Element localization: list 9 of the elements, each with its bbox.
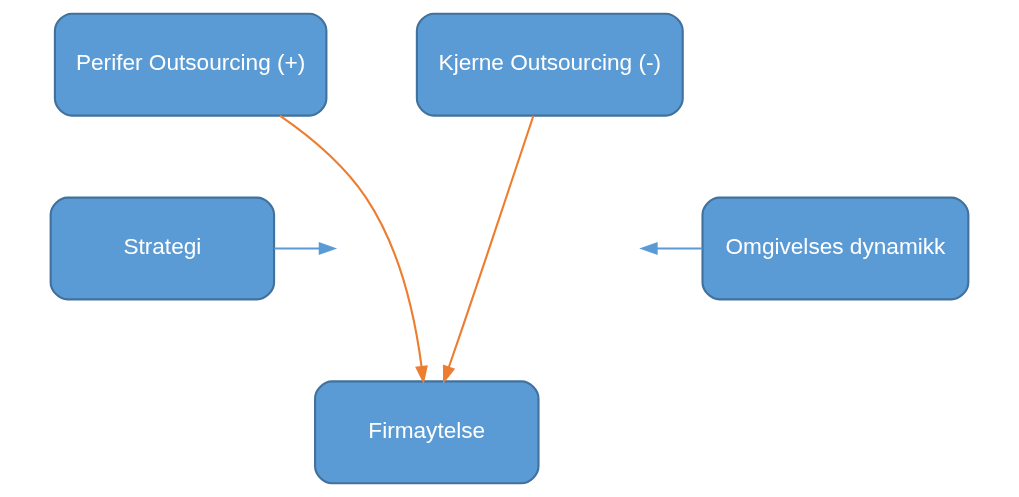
node-box: Kjerne Outsourcing (-) bbox=[415, 12, 684, 117]
node-box: Perifer Outsourcing (+) bbox=[53, 12, 328, 117]
arrow bbox=[274, 242, 338, 255]
arrow bbox=[639, 242, 703, 255]
node-box: Strategi bbox=[49, 196, 276, 301]
arrow bbox=[442, 115, 535, 385]
node-box: Omgivelses dynamikk bbox=[701, 196, 970, 301]
arrow bbox=[279, 114, 428, 385]
node-box: Firmaytelse bbox=[314, 380, 540, 485]
